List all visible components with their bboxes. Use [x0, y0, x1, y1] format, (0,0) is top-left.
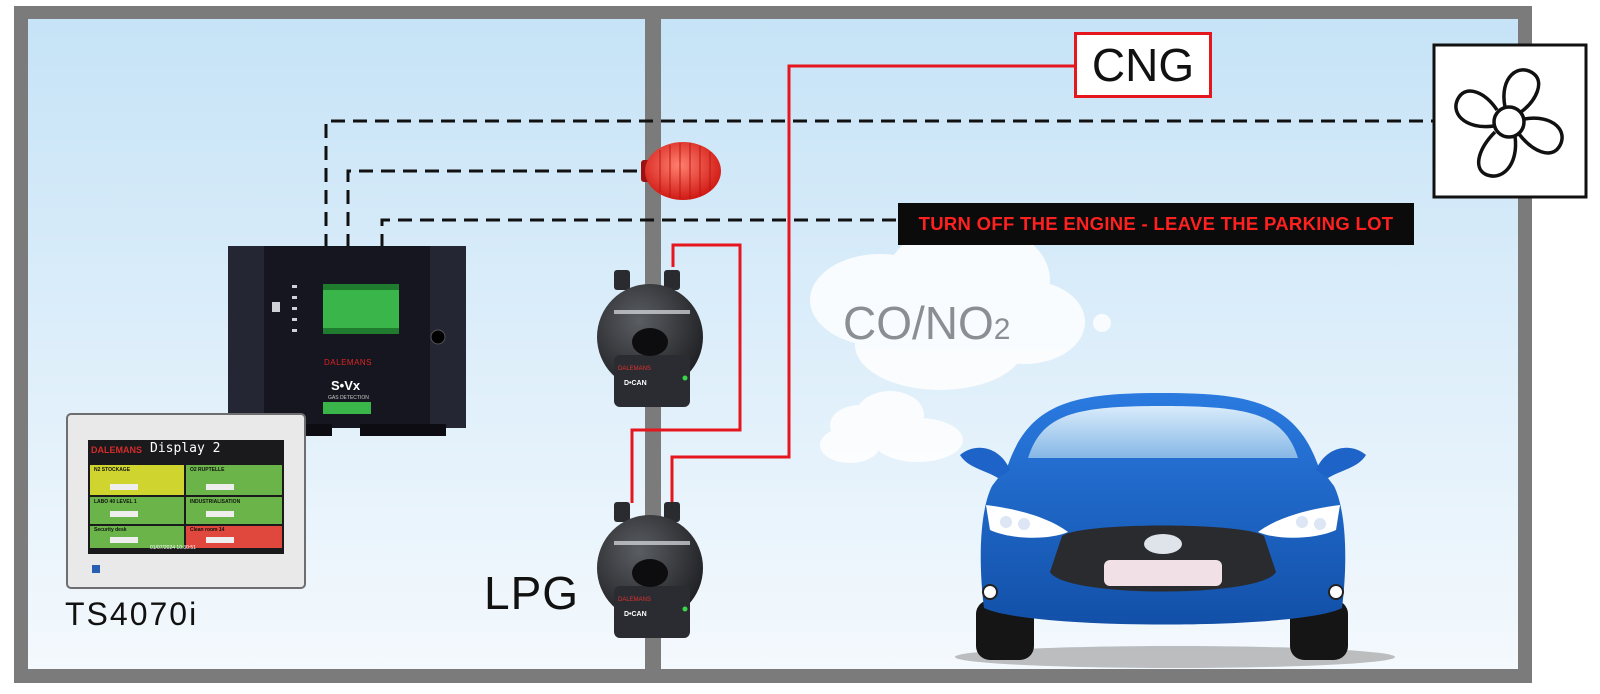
detector-upper-brand: DALEMANS — [618, 366, 652, 372]
control-wires — [324, 119, 1434, 248]
cng-label: CNG — [1091, 39, 1195, 91]
detector-upper-model: D•CAN — [624, 380, 647, 387]
touchscreen-ts4070i — [66, 413, 306, 589]
display-cell-6: Clean room 14 — [190, 527, 225, 533]
display-cell-3: LABO 40 LEVEL 1 — [94, 499, 137, 505]
warning-display: TURN OFF THE ENGINE - LEAVE THE PARKING … — [898, 203, 1414, 245]
lpg-label: LPG — [484, 567, 580, 619]
detector-lower-brand: DALEMANS — [618, 597, 652, 603]
fan-icon — [1432, 43, 1588, 199]
touchscreen-label: TS4070i — [65, 596, 199, 632]
controller-svx — [228, 246, 466, 436]
controller-subtitle: GAS DETECTION — [328, 395, 369, 401]
touchscreen-title: Display 2 — [150, 441, 221, 456]
display-cell-2: O2 RUPTELLE — [190, 467, 225, 473]
detector-lower — [597, 502, 703, 638]
display-cell-4: INDUSTRIALISATION — [190, 499, 241, 505]
warning-text: TURN OFF THE ENGINE - LEAVE THE PARKING … — [918, 213, 1394, 234]
detector-lower-model: D•CAN — [624, 611, 647, 618]
controller-brand: DALEMANS — [324, 358, 373, 367]
gas-label-main: CO/NO — [843, 297, 994, 349]
touchscreen-footer: 01/07/2024 10:30:51 — [150, 545, 196, 551]
beacon-icon — [641, 142, 721, 200]
gas-label: CO/NO2 — [843, 296, 1010, 350]
cng-label-box: CNG — [1074, 32, 1212, 98]
gas-cloud — [810, 222, 1111, 463]
controller-model: S•Vx — [331, 378, 361, 393]
display-cell-5: Security desk — [94, 527, 127, 533]
detector-upper — [597, 270, 703, 407]
display-cell-1: N2 STOCKAGE — [94, 467, 131, 473]
gas-wires — [630, 64, 1074, 505]
touchscreen-brand: DALEMANS — [91, 445, 142, 455]
car-icon — [955, 393, 1395, 668]
gas-label-sub: 2 — [993, 313, 1011, 346]
